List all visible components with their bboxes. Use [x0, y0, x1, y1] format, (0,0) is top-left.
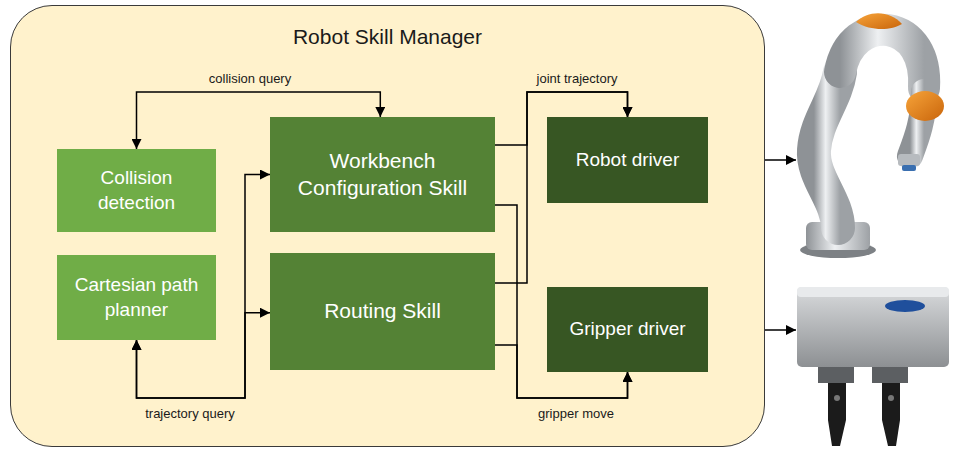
gripper-finger [828, 383, 846, 446]
gripper-logo [885, 300, 925, 312]
gripper-screw [888, 395, 894, 401]
box-label: Gripper driver [569, 317, 685, 341]
skill-box: Routing Skill [270, 253, 495, 370]
gripper-body [797, 287, 949, 367]
frame-title: Robot Skill Manager [11, 25, 764, 49]
skill-box: Collision detection [57, 149, 216, 232]
gripper-body [797, 287, 949, 297]
robot-arm [800, 13, 944, 258]
robot-flange [898, 154, 920, 166]
edge-label: joint trajectory [534, 71, 621, 86]
edge-label: collision query [206, 71, 294, 86]
gripper-screw [834, 395, 840, 401]
box-label: Routing Skill [324, 298, 441, 325]
gripper-jaw [818, 367, 854, 383]
robot-joint [856, 13, 902, 29]
robot-link [814, 72, 840, 228]
gripper-finger [882, 383, 900, 446]
box-label: Robot driver [576, 148, 680, 172]
robot-flange [902, 165, 916, 171]
skill-box: Robot driver [547, 117, 708, 203]
edge-label: trajectory query [142, 406, 238, 421]
box-label: Cartesian path planner [65, 273, 208, 322]
manager-frame: Robot Skill ManagerCollision detectionCa… [10, 5, 765, 447]
robot-joint [906, 91, 944, 121]
gripper [797, 287, 949, 446]
edge-label: gripper move [535, 406, 617, 421]
box-label: Collision detection [65, 166, 208, 215]
box-label: Workbench Configuration Skill [278, 148, 487, 202]
skill-box: Gripper driver [547, 287, 708, 372]
gripper-jaw [872, 367, 908, 383]
skill-box: Workbench Configuration Skill [270, 117, 495, 232]
skill-box: Cartesian path planner [57, 255, 216, 340]
robot-link [840, 30, 924, 88]
